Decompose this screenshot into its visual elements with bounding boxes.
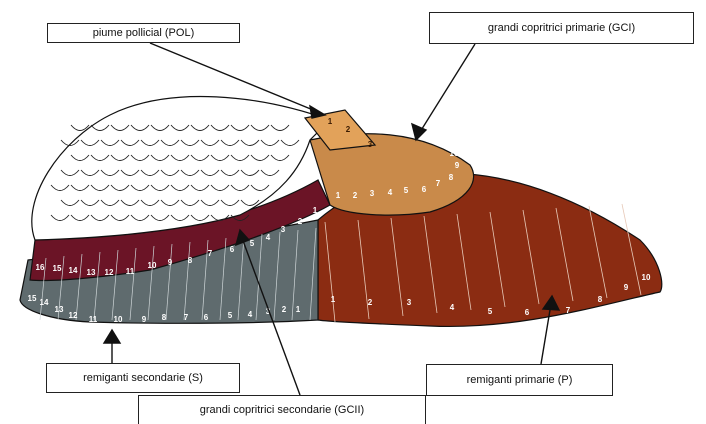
alula-number: 2 (346, 125, 351, 134)
label-gcii-text: grandi copritrici secondarie (GCII) (200, 404, 364, 416)
label-p-text: remiganti primarie (P) (467, 374, 573, 386)
label-primaries: remiganti primarie (P) (426, 364, 613, 396)
secondary-number: 4 (248, 310, 253, 319)
secondary-number: 12 (69, 311, 78, 320)
primary-covert-number: 5 (404, 186, 409, 195)
secondary-covert-number: 2 (298, 217, 303, 226)
secondary-covert-number: 4 (266, 233, 271, 242)
arrow-s (104, 330, 120, 343)
secondary-covert-number: 7 (208, 249, 213, 258)
primary-covert-number: 10 (450, 149, 459, 158)
secondary-covert-number: 13 (87, 268, 96, 277)
primary-number: 3 (407, 298, 412, 307)
secondary-covert-number: 8 (188, 256, 193, 265)
secondary-covert-number: 14 (69, 266, 78, 275)
label-s-text: remiganti secondarie (S) (83, 372, 203, 384)
pointer-gci (420, 44, 475, 132)
secondary-covert-number: 1 (313, 206, 318, 215)
secondary-covert-number: 16 (36, 263, 45, 272)
secondary-number: 1 (296, 305, 301, 314)
label-pollicial-feathers: piume pollicial (POL) (47, 23, 240, 43)
primary-number: 4 (450, 303, 455, 312)
label-secondary-coverts: grandi copritrici secondarie (GCII) (138, 395, 426, 424)
primary-number: 6 (525, 308, 530, 317)
secondary-covert-number: 6 (230, 245, 235, 254)
secondary-number: 5 (228, 311, 233, 320)
primary-number: 7 (566, 306, 571, 315)
secondary-number: 9 (142, 315, 147, 324)
secondary-number: 11 (89, 315, 98, 324)
primary-covert-number: 9 (455, 161, 460, 170)
primary-number: 5 (488, 307, 493, 316)
secondary-covert-number: 5 (250, 239, 255, 248)
arrow-pol (310, 106, 325, 118)
secondary-number: 7 (184, 313, 189, 322)
primary-number: 9 (624, 283, 629, 292)
secondary-covert-number: 3 (281, 225, 286, 234)
primary-covert-number: 6 (422, 185, 427, 194)
primary-covert-number: 8 (449, 173, 454, 182)
secondary-number: 10 (114, 315, 123, 324)
secondary-covert-number: 9 (168, 258, 173, 267)
primary-number: 1 (331, 295, 336, 304)
secondary-number: 16 (12, 289, 21, 298)
alula-number: 1 (328, 117, 333, 126)
primary-covert-number: 7 (436, 179, 441, 188)
secondary-number: 14 (40, 298, 49, 307)
primary-covert-number: 1 (336, 191, 341, 200)
primary-number: 8 (598, 295, 603, 304)
alula-number: 3 (368, 140, 373, 149)
label-pol-text: piume pollicial (POL) (93, 27, 194, 39)
label-secondaries: remiganti secondarie (S) (46, 363, 240, 393)
secondary-covert-number: 12 (105, 268, 114, 277)
primary-number: 10 (642, 273, 651, 282)
secondary-number: 15 (28, 294, 37, 303)
secondary-covert-number: 10 (148, 261, 157, 270)
secondary-number: 8 (162, 313, 167, 322)
secondary-covert-number: 15 (53, 264, 62, 273)
primary-covert-number: 3 (370, 189, 375, 198)
secondary-covert-number: 11 (126, 267, 135, 276)
secondary-number: 6 (204, 313, 209, 322)
secondary-number: 2 (282, 305, 287, 314)
label-gci-text: grandi copritrici primarie (GCI) (488, 22, 635, 34)
primary-covert-number: 2 (353, 191, 358, 200)
label-primary-coverts: grandi copritrici primarie (GCI) (429, 12, 694, 44)
secondary-number: 13 (55, 305, 64, 314)
primary-covert-number: 4 (388, 188, 393, 197)
primary-number: 2 (368, 298, 373, 307)
